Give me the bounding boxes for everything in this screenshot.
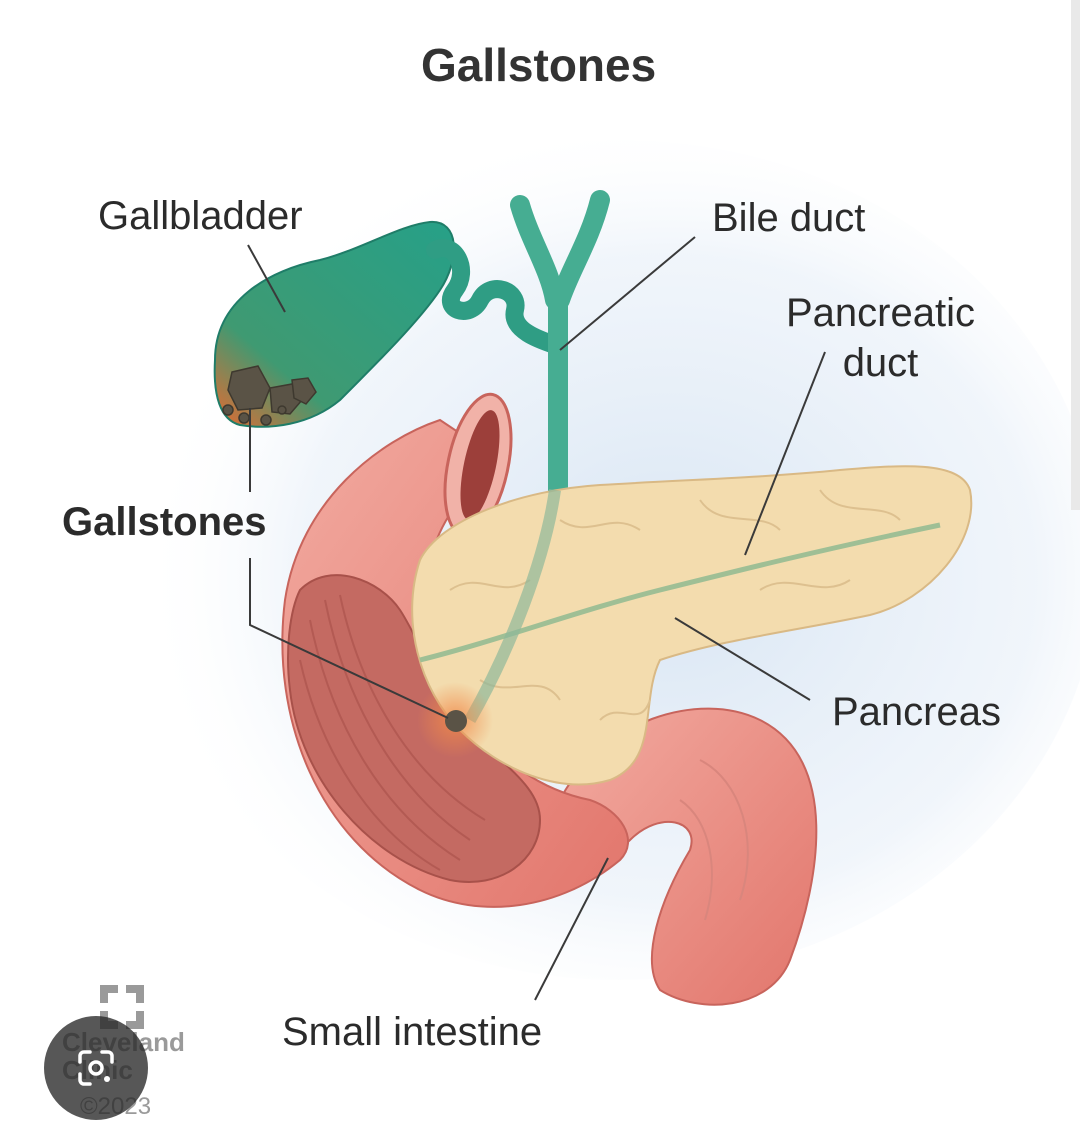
duodenum-opening-lumen xyxy=(460,410,500,520)
diagram-title: Gallstones xyxy=(421,39,657,91)
leader-pancreatic-duct xyxy=(744,351,826,556)
small-intestine-lower xyxy=(558,707,818,1006)
label-pancreas: Pancreas xyxy=(832,690,1001,734)
label-pancreatic-duct: Pancreatic duct xyxy=(786,288,975,388)
google-lens-icon xyxy=(78,1050,114,1086)
small-intestine-lower-folds xyxy=(679,759,749,921)
scrollbar-track[interactable] xyxy=(1071,0,1080,510)
duodenum-inner-texture xyxy=(299,594,486,871)
leader-gallbladder xyxy=(247,244,286,313)
bile-duct-intrapancreatic xyxy=(464,489,561,723)
lodged-gallstone xyxy=(445,710,467,732)
label-pancreatic-duct-line2: duct xyxy=(842,341,919,385)
pancreas xyxy=(411,465,973,786)
label-bile-duct: Bile duct xyxy=(712,196,866,240)
pancreatic-duct xyxy=(419,522,941,663)
google-lens-button[interactable] xyxy=(44,1016,148,1120)
gallbladder xyxy=(213,220,455,428)
bile-duct xyxy=(510,190,610,500)
label-gallbladder: Gallbladder xyxy=(98,194,303,238)
pancreas-lobules xyxy=(449,489,901,721)
cystic-duct xyxy=(426,239,564,354)
duodenum-inner xyxy=(287,574,542,883)
leader-bile-duct xyxy=(559,236,696,351)
leader-gallstones-down xyxy=(249,558,449,719)
label-small-intestine: Small intestine xyxy=(282,1010,543,1054)
leader-small-intestine xyxy=(534,857,609,1001)
leader-pancreas xyxy=(674,617,811,701)
label-gallstones: Gallstones xyxy=(62,500,267,544)
gallbladder-stones xyxy=(222,365,317,426)
label-pancreatic-duct-line1: Pancreatic xyxy=(786,291,975,335)
leader-lines xyxy=(247,236,826,1001)
